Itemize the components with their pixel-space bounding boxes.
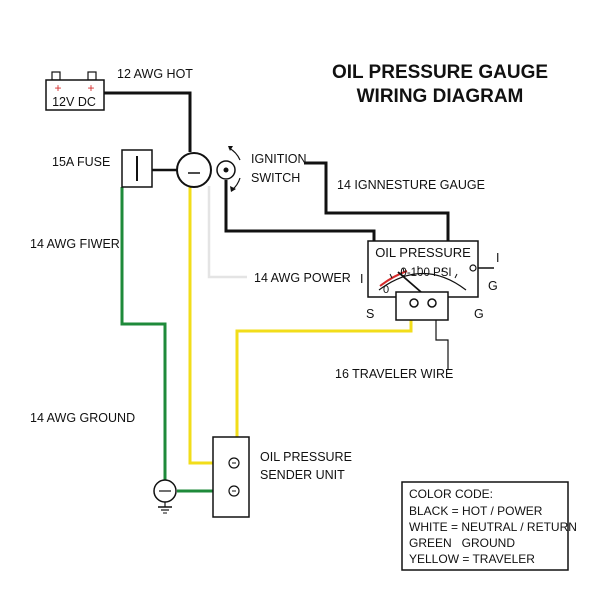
ground-symbol-icon (153, 479, 177, 514)
title-line-1: OIL PRESSURE GAUGE (332, 62, 548, 83)
traveler-leader-line (435, 320, 449, 370)
black-hot-wire (104, 91, 192, 152)
label-power-wire: 14 AWG POWER (254, 271, 351, 285)
gauge-term-left: I (360, 272, 363, 286)
label-ignition-2: SWITCH (251, 171, 300, 185)
gauge-zero: 0 (383, 284, 389, 296)
label-fiwer-wire: 14 AWG FIWER (30, 237, 120, 251)
battery-label: 12V DC (52, 95, 96, 109)
legend-row: GREEN GROUND (409, 536, 515, 550)
white-power-wire (207, 186, 247, 279)
legend-row: YELLOW = TRAVELER (409, 552, 535, 566)
gauge-needle (397, 271, 422, 293)
gauge-title: OIL PRESSURE (375, 245, 471, 260)
title-line-2: WIRING DIAGRAM (357, 86, 524, 107)
color-code-legend: COLOR CODE: BLACK = HOT / POWER WHITE = … (401, 481, 577, 571)
gauge-term-s: S (366, 307, 374, 321)
fuse (121, 149, 153, 188)
label-ground-wire: 14 AWG GROUND (30, 411, 135, 425)
legend-heading: COLOR CODE: (409, 487, 493, 501)
gauge-terminal-block (395, 291, 449, 321)
yellow-traveler-wire-left (188, 186, 213, 465)
ignition-switch-body (176, 152, 212, 188)
legend-row: BLACK = HOT / POWER (409, 504, 543, 518)
gauge-term-g-bottom: G (474, 307, 484, 321)
black-ignition-to-gauge-wire (304, 161, 450, 248)
green-ground-wire (120, 187, 167, 488)
battery-plus-left: + (54, 81, 61, 95)
label-gauge-wire: 14 IGNNESTURE GAUGE (337, 178, 485, 192)
battery-plus-right: + (87, 81, 94, 95)
battery: + + 12V DC (45, 71, 105, 111)
label-ignition-1: IGNITION (251, 152, 307, 166)
gauge-term-right-g: G (488, 279, 498, 293)
gauge-term-right-top: I (496, 251, 499, 265)
black-switch-to-gauge-wire (224, 180, 376, 248)
oil-pressure-sender-unit (212, 436, 250, 518)
label-sender-1: OIL PRESSURE (260, 450, 352, 464)
legend-row: WHITE = NEUTRAL / RETURN (409, 520, 577, 534)
label-fuse: 15A FUSE (52, 155, 110, 169)
label-traveler-wire: 16 TRAVELER WIRE (335, 367, 453, 381)
label-hot-wire: 12 AWG HOT (117, 67, 193, 81)
label-sender-2: SENDER UNIT (260, 468, 345, 482)
gauge-scale: 0-100 PSI (400, 267, 451, 279)
ignition-key (216, 146, 241, 192)
yellow-traveler-wire-right (235, 320, 413, 437)
oil-pressure-gauge: OIL PRESSURE 0-100 PSI 0 (367, 240, 479, 298)
